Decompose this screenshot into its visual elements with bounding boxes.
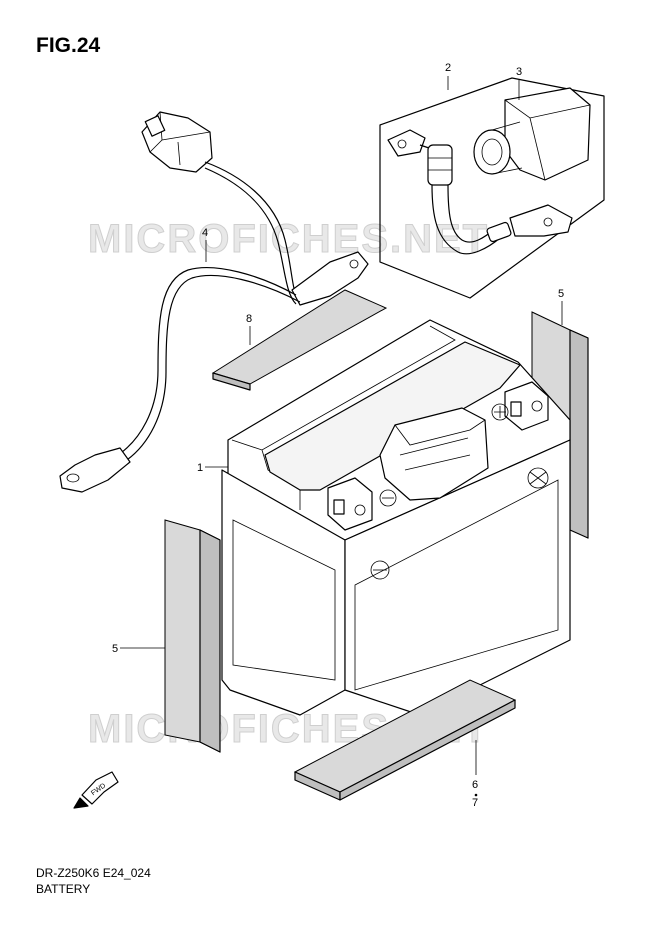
part-4-battery-lead [59,111,369,493]
callout-2: 2 [445,62,451,74]
callouts: 2 3 4 8 5 1 5 6 7 [112,62,564,809]
callout-6: 6 [472,779,478,791]
callout-7: 7 [472,797,478,809]
callout-dot [474,793,478,797]
callout-5-right: 5 [558,288,564,300]
part-3-terminal-cover [473,87,591,181]
inset-box [379,77,605,299]
callout-4: 4 [202,227,208,239]
figure-title: FIG.24 [36,34,101,57]
section-name: BATTERY [36,882,91,896]
part-2-lead-wire [387,129,573,255]
part-6-bottom-pad [293,679,517,801]
callout-1: 1 [197,462,203,474]
callout-8: 8 [246,313,252,325]
part-5-left-pad [164,519,221,753]
fwd-arrow-icon: FWD [73,771,119,809]
model-code: DR-Z250K6 E24_024 [36,866,151,880]
callout-3: 3 [516,66,522,78]
part-8-top-pad [211,289,388,391]
part-1-battery [221,319,571,716]
callout-5-left: 5 [112,643,118,655]
